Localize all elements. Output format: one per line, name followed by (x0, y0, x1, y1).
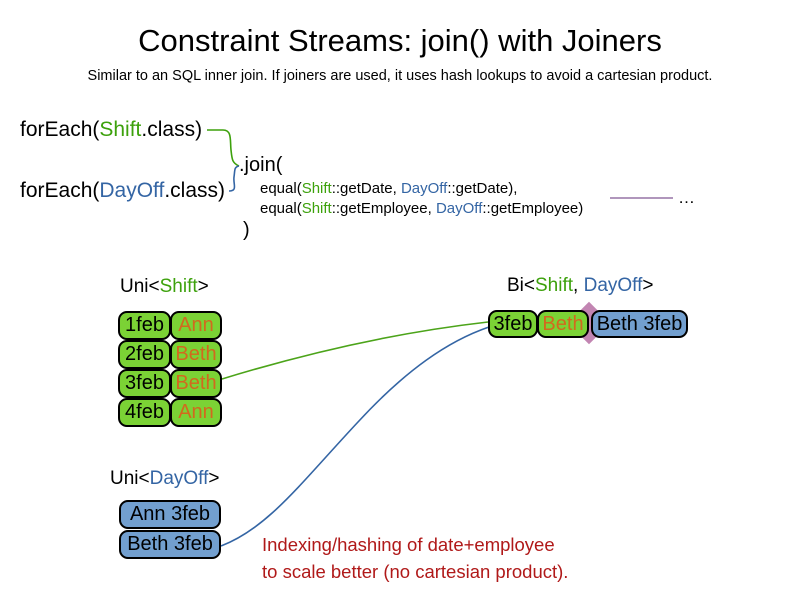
code-text: equal( (260, 200, 302, 217)
dayoff-class-token: DayOff (583, 275, 643, 296)
dayoff-class-token: DayOff (435, 200, 483, 217)
code-text: equal( (260, 180, 302, 197)
code-joiner-date: equal(Shift::getDate, DayOff::getDate), (260, 179, 517, 198)
shift-class-token: Shift (99, 118, 142, 141)
code-join-open: .join( (239, 154, 283, 176)
shift-class-token: Shift (535, 275, 574, 296)
brace-shift-line (207, 129, 240, 167)
code-text: ::getEmployee, (331, 200, 436, 217)
code-text: forEach( (20, 179, 100, 202)
dayoff-class-token: DayOff (149, 468, 209, 489)
shift-class-token: Shift (159, 276, 198, 297)
label-text: Uni< (120, 276, 160, 297)
label-text: , (573, 275, 584, 296)
code-text: ::getEmployee) (482, 200, 584, 217)
shift-date-cell: 1feb (118, 311, 171, 340)
code-text: .class) (164, 179, 226, 202)
indexing-note-line1: Indexing/hashing of date+employee (262, 534, 555, 555)
indexing-note: Indexing/hashing of date+employee to sca… (262, 532, 568, 585)
shift-date-cell: 3feb (118, 369, 171, 398)
dayoff-cell: Ann 3feb (119, 500, 221, 529)
bi-label: Bi<Shift, DayOff> (507, 275, 653, 296)
shift-employee-cell: Ann (170, 311, 222, 340)
code-text: ::getDate), (447, 180, 518, 197)
code-joiner-employee: equal(Shift::getEmployee, DayOff::getEmp… (260, 199, 583, 218)
code-join-close: ) (243, 219, 250, 241)
dayoff-cell: Beth 3feb (119, 530, 221, 559)
code-text: .class) (141, 118, 203, 141)
dayoff-class-token: DayOff (99, 179, 165, 202)
code-foreach-shift: forEach(Shift.class) (20, 117, 202, 143)
shift-to-bi-line (221, 321, 489, 380)
shift-employee-cell: Ann (170, 398, 222, 427)
label-text: > (208, 468, 220, 489)
shift-employee-cell: Beth (170, 340, 222, 369)
bi-dayoff-cell: Beth 3feb (591, 310, 688, 338)
page-title: Constraint Streams: join() with Joiners (138, 23, 662, 58)
more-joiners-ellipsis: … (678, 188, 697, 207)
dayoff-class-token: DayOff (400, 180, 448, 197)
code-text: ::getDate, (331, 180, 401, 197)
shift-class-token: Shift (301, 200, 332, 217)
code-foreach-dayoff: forEach(DayOff.class) (20, 178, 225, 204)
bi-date-cell: 3feb (488, 310, 538, 338)
label-text: Uni< (110, 468, 150, 489)
shift-date-cell: 4feb (118, 398, 171, 427)
uni-dayoff-label: Uni<DayOff> (110, 468, 220, 489)
bi-employee-cell: Beth (537, 310, 589, 338)
label-text: > (197, 276, 209, 297)
uni-shift-label: Uni<Shift> (120, 276, 209, 297)
indexing-note-line2: to scale better (no cartesian product). (262, 560, 569, 582)
label-text: > (642, 275, 654, 296)
shift-date-cell: 2feb (118, 340, 171, 369)
brace-dayoff-line (228, 165, 240, 192)
code-text: forEach( (20, 118, 100, 141)
dayoff-to-bi-line (220, 326, 490, 547)
label-text: Bi< (507, 275, 535, 296)
shift-class-token: Shift (301, 180, 332, 197)
page-subtitle: Similar to an SQL inner join. If joiners… (87, 68, 713, 84)
shift-employee-cell: Beth (170, 369, 222, 398)
